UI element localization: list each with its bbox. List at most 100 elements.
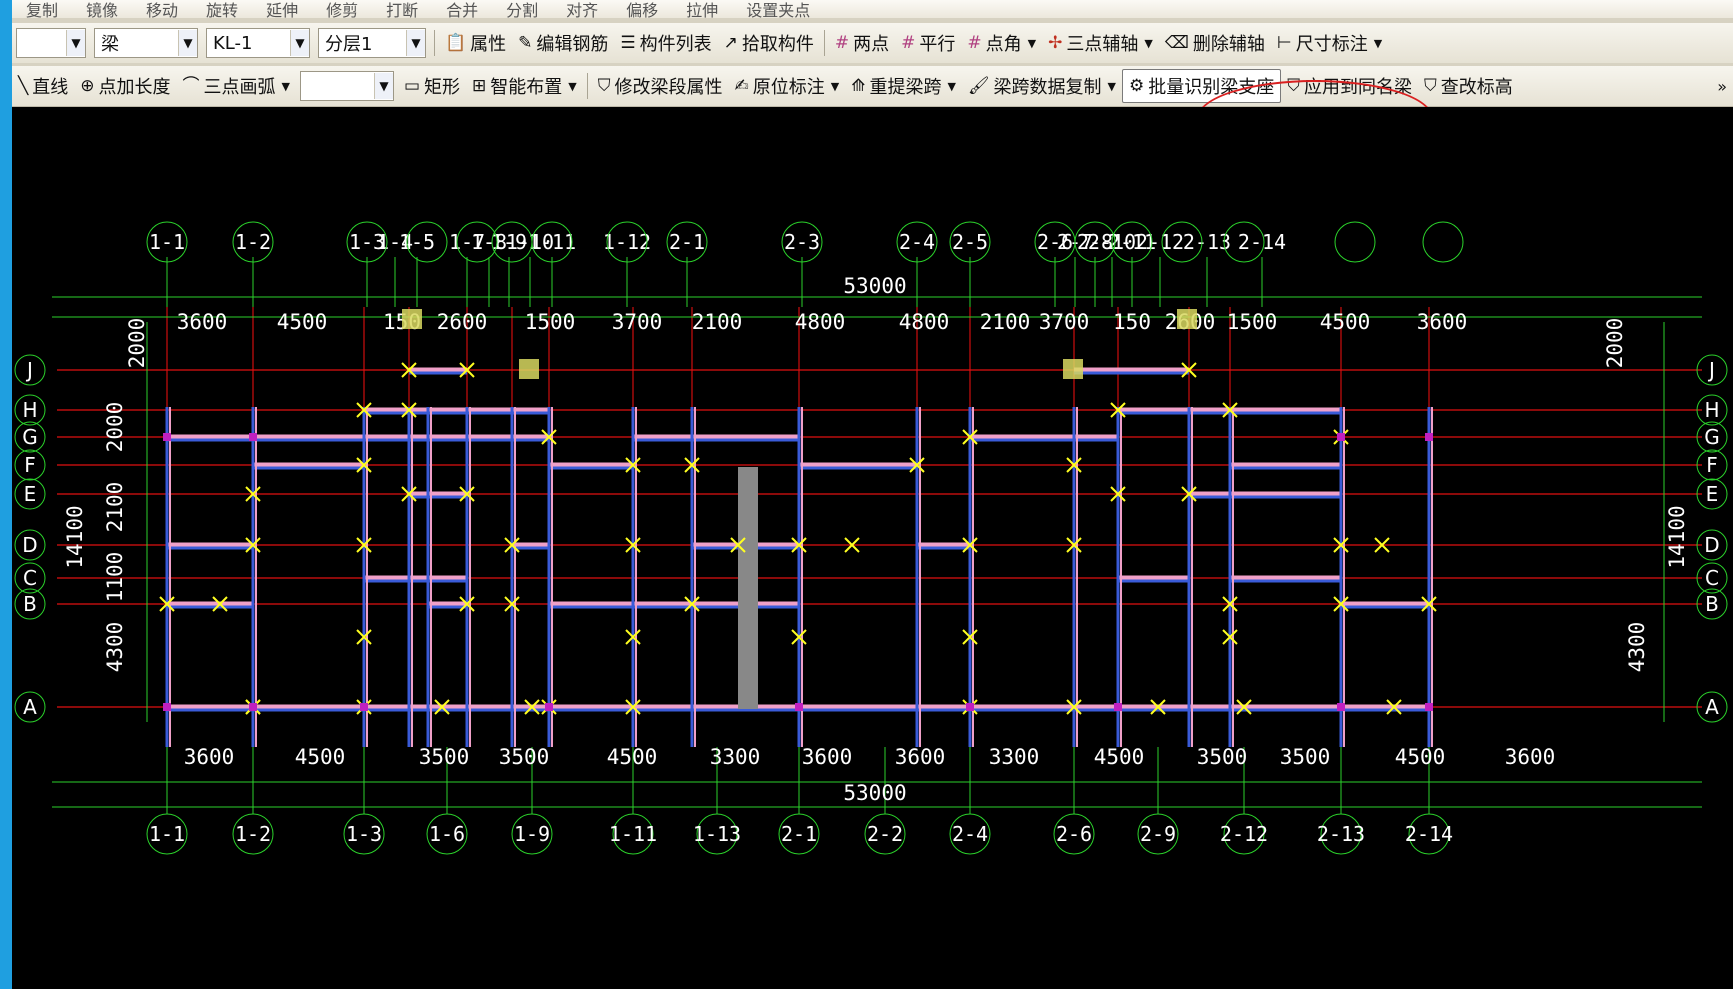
- row-bubble: [14, 588, 46, 620]
- edit-tool-4[interactable]: 延伸: [266, 1, 299, 19]
- axis-bubble-top: [1111, 221, 1153, 263]
- edit-tool-0[interactable]: 复制: [26, 1, 59, 19]
- support-mark: [1181, 486, 1197, 502]
- axis-label-bottom: 1-1: [149, 822, 185, 846]
- dropdown-arrow-icon[interactable]: ▼: [1144, 36, 1153, 50]
- row-label: G: [1704, 425, 1720, 449]
- support-mark: [1333, 596, 1349, 612]
- dropdown-arrow-icon[interactable]: ▼: [1027, 36, 1037, 50]
- chevron-down-icon[interactable]: ▼: [66, 30, 85, 56]
- three-point-arc-button[interactable]: ⌒三点画弧▼: [177, 70, 296, 102]
- edit-tool-3[interactable]: 旋转: [206, 1, 239, 19]
- dropdown-arrow-icon[interactable]: ▼: [830, 79, 840, 93]
- chevron-down-icon[interactable]: ▼: [406, 30, 425, 56]
- dropdown-arrow-icon[interactable]: ▼: [947, 79, 956, 93]
- dim-right: 4300: [1625, 622, 1649, 673]
- support-mark: [625, 537, 641, 553]
- edit-tool-1[interactable]: 镜像: [86, 1, 119, 19]
- smart-layout-button[interactable]: ⊞智能布置▼: [466, 70, 583, 102]
- chevron-down-icon[interactable]: ▼: [178, 30, 197, 56]
- axis-label-bottom: 2-6: [1056, 822, 1092, 846]
- edit-tool-12[interactable]: 设置夹点: [746, 1, 811, 19]
- dropdown-arrow-icon[interactable]: ▼: [1373, 36, 1383, 50]
- floor-combo[interactable]: ▼: [16, 28, 86, 58]
- chevron-down-icon[interactable]: ▼: [373, 73, 393, 99]
- dim-top: 4800: [795, 310, 846, 334]
- edit-tool-11[interactable]: 拉伸: [686, 1, 719, 19]
- edit-rebar-button[interactable]: ✎编辑钢筋: [512, 27, 614, 59]
- property-button[interactable]: 📋属性: [439, 27, 512, 59]
- edit-rebar-label: 编辑钢筋: [536, 34, 609, 55]
- row-label: E: [24, 482, 37, 506]
- line-button[interactable]: ╲直线: [12, 70, 74, 102]
- support-mark: [245, 537, 261, 553]
- dim-bottom: 4500: [1094, 745, 1145, 769]
- support-mark: [909, 457, 925, 473]
- support-mark: [791, 629, 807, 645]
- axis-bubble-top: [1422, 221, 1464, 263]
- check-elevation-button[interactable]: ⛉查改标高: [1418, 70, 1519, 102]
- wall-end: [163, 433, 171, 441]
- row-label: J: [25, 358, 33, 382]
- dimension-button[interactable]: ⊢尺寸标注▼: [1271, 27, 1388, 59]
- span-data-copy-button[interactable]: 🖌梁跨数据复制▼: [962, 70, 1122, 102]
- wall-end: [360, 703, 368, 711]
- re-extract-label: 重提梁跨: [869, 77, 942, 98]
- edit-tool-9[interactable]: 对齐: [566, 1, 599, 19]
- in-place-annotation-button[interactable]: ✍原位标注▼: [729, 70, 846, 102]
- edit-tool-5[interactable]: 修剪: [326, 1, 359, 19]
- layer-combo[interactable]: 分层1▼: [318, 28, 426, 58]
- axis-label-bottom: 2-1: [781, 822, 817, 846]
- point-length-button[interactable]: ⊕点加长度: [74, 70, 176, 102]
- type-combo[interactable]: 梁▼: [94, 28, 198, 58]
- support-mark: [1421, 596, 1437, 612]
- name-combo[interactable]: KL-1▼: [206, 28, 310, 58]
- row-label: B: [23, 592, 37, 616]
- edit-tool-10[interactable]: 偏移: [626, 1, 659, 19]
- edit-tool-8[interactable]: 分割: [506, 1, 539, 19]
- edit-tool-6[interactable]: 打断: [386, 1, 419, 19]
- row-label: G: [22, 425, 38, 449]
- component-list-button[interactable]: ☰构件列表: [614, 27, 717, 59]
- more-tools-icon[interactable]: »: [1717, 76, 1727, 96]
- support-mark: [625, 629, 641, 645]
- two-point-axis-button[interactable]: #两点: [829, 27, 895, 59]
- wall-end: [795, 703, 803, 711]
- dim-bottom: 4500: [295, 745, 346, 769]
- rectangle-button[interactable]: ▭矩形: [398, 70, 466, 102]
- re-extract-span-button[interactable]: ⟰重提梁跨▼: [845, 70, 962, 102]
- dropdown-arrow-icon[interactable]: ▼: [1107, 79, 1116, 93]
- support-mark: [1181, 362, 1197, 378]
- delete-axis-button[interactable]: ⌫删除辅轴: [1159, 27, 1271, 59]
- axis-bubble-top: [781, 221, 823, 263]
- point-angle-button[interactable]: #点角▼: [961, 27, 1042, 59]
- edit-tool-7[interactable]: 合并: [446, 1, 479, 19]
- chevron-down-icon[interactable]: ▼: [290, 30, 309, 56]
- row-label: C: [1705, 566, 1719, 590]
- axis-label-top: 2-8: [1077, 230, 1113, 254]
- dropdown-arrow-icon[interactable]: ▼: [281, 79, 290, 93]
- axis-label-top: 2-1: [669, 230, 705, 254]
- dropdown-arrow-icon[interactable]: ▼: [568, 79, 577, 93]
- parallel-axis-button[interactable]: #平行: [895, 27, 961, 59]
- support-mark: [1066, 537, 1082, 553]
- three-point-axis-button[interactable]: ✢三点辅轴▼: [1042, 27, 1159, 59]
- left-frame: [0, 0, 12, 989]
- axis-label-top: 2-13: [1183, 230, 1231, 254]
- edit-tool-2[interactable]: 移动: [146, 1, 179, 19]
- pick-component-button[interactable]: ↗拾取构件: [718, 27, 820, 59]
- axis-label-top: 2-6: [1037, 230, 1073, 254]
- support-mark: [1222, 402, 1238, 418]
- support-mark: [1222, 629, 1238, 645]
- dim-right: 14100: [1665, 505, 1689, 568]
- modify-span-property-button[interactable]: ⛉修改梁段属性: [592, 70, 729, 102]
- axis-bubble-top: [1161, 221, 1203, 263]
- two-point-label: 两点: [853, 34, 890, 55]
- dim-top: 3700: [612, 310, 663, 334]
- wall-end: [163, 703, 171, 711]
- row-label: D: [22, 533, 37, 557]
- blank-combo[interactable]: ▼: [299, 71, 394, 101]
